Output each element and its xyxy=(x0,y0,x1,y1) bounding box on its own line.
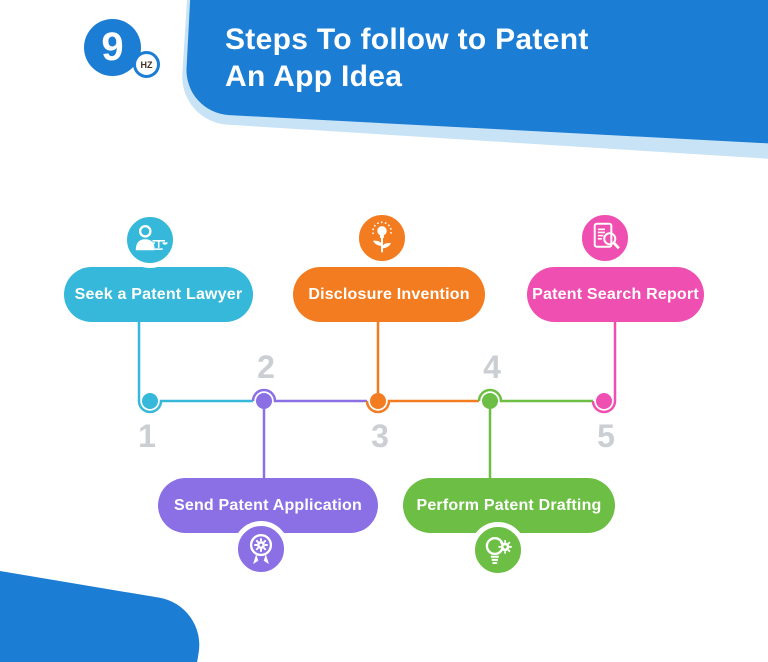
document-search-icon xyxy=(577,210,633,266)
step-label: Seek a Patent Lawyer xyxy=(74,285,243,303)
step-pill-disclosure-invention: Disclosure Invention xyxy=(293,267,485,322)
lawyer-icon xyxy=(122,212,178,268)
connector-step-1 xyxy=(137,320,253,414)
step-pill-patent-search-report: Patent Search Report xyxy=(527,267,704,322)
bulb-gear-icon xyxy=(470,522,526,578)
step-number-1: 1 xyxy=(138,418,156,454)
timeline-dot-1 xyxy=(142,393,158,409)
step-label: Disclosure Invention xyxy=(308,285,470,303)
step-number-5: 5 xyxy=(597,418,615,454)
bulb-plant-icon xyxy=(354,210,410,266)
step-label: Patent Search Report xyxy=(532,285,699,303)
step-label: Send Patent Application xyxy=(173,496,363,514)
timeline-dot-2 xyxy=(256,393,272,409)
connector-step-2 xyxy=(251,388,367,480)
step-number-2: 2 xyxy=(257,349,275,385)
timeline-dot-4 xyxy=(482,393,498,409)
connector-step-4 xyxy=(477,388,593,480)
connector-step-3 xyxy=(365,320,479,414)
step-number-3: 3 xyxy=(371,418,389,454)
step-pill-seek-patent-lawyer: Seek a Patent Lawyer xyxy=(64,267,253,322)
page-title: Steps To follow to Patent An App Idea xyxy=(225,21,589,95)
timeline-dot-5 xyxy=(596,393,612,409)
page-title-line2: An App Idea xyxy=(225,60,403,93)
step-number-4: 4 xyxy=(483,349,501,385)
page-title-line1: Steps To follow to Patent xyxy=(225,23,589,56)
step-label: Perform Patent Drafting xyxy=(416,496,602,514)
brand-logo-badge-text: HZ xyxy=(140,59,153,70)
brand-logo-number: 9 xyxy=(101,25,124,69)
connector-step-5 xyxy=(591,320,617,414)
brand-logo: 9 xyxy=(84,19,141,76)
medal-gear-icon xyxy=(233,521,289,577)
brand-logo-badge: HZ xyxy=(133,51,160,78)
timeline-dot-3 xyxy=(370,393,386,409)
